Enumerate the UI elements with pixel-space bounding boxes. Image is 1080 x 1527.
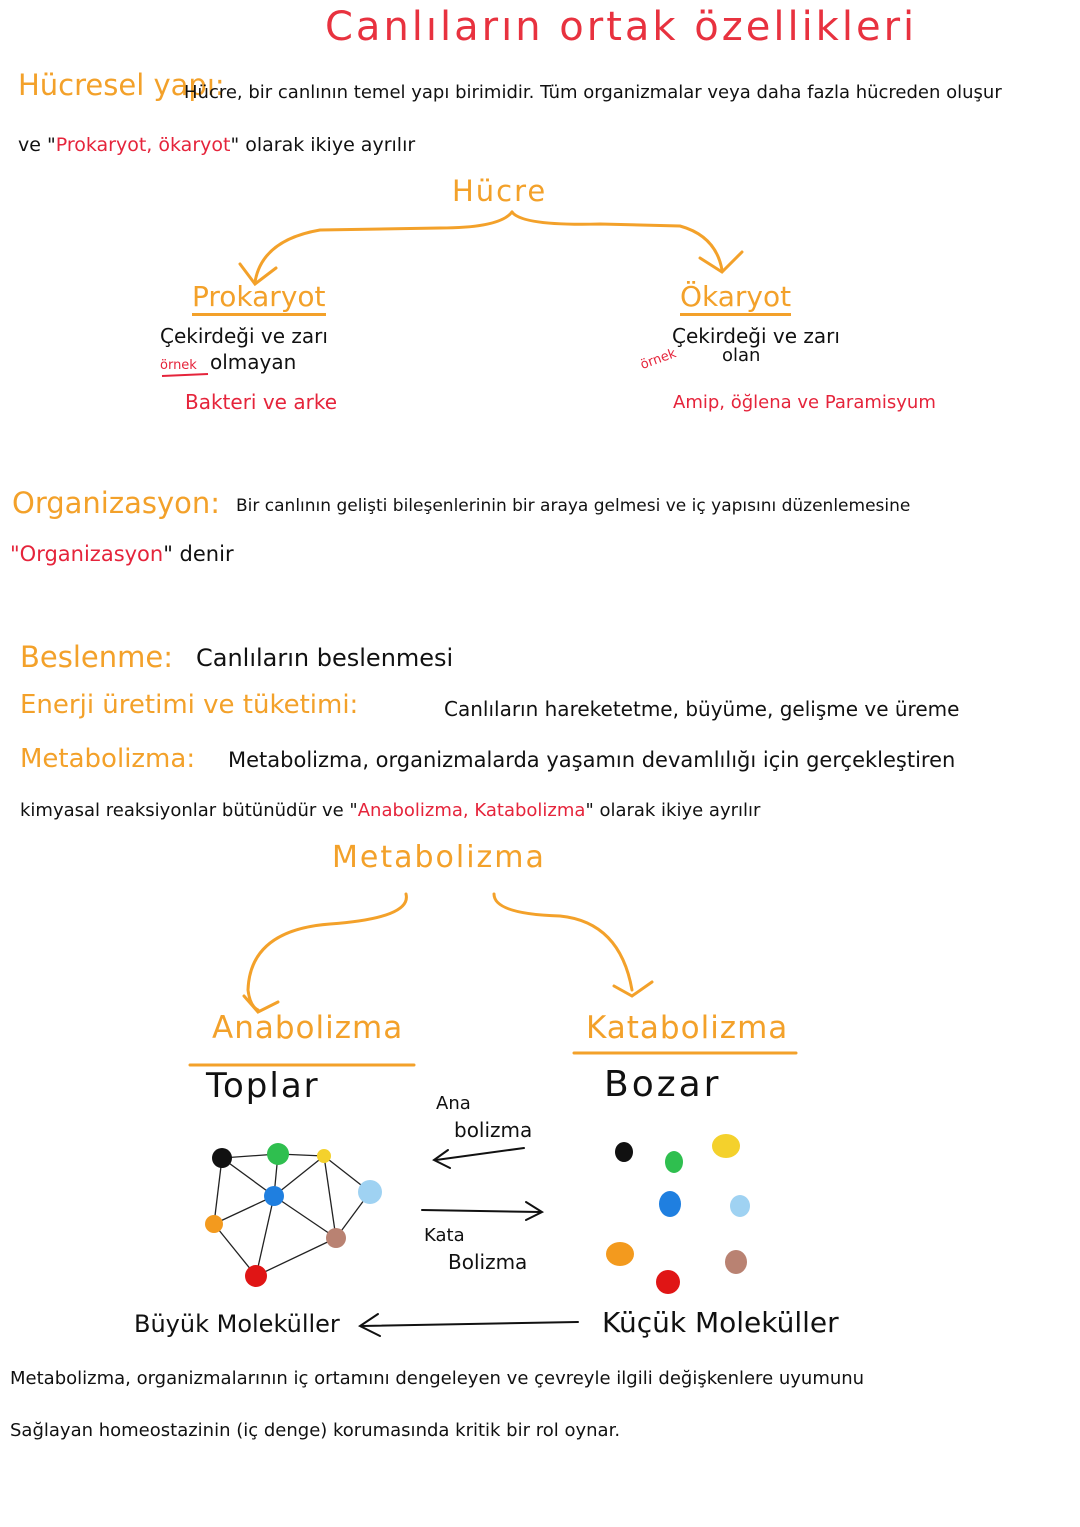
page-title: Canlıların ortak özellikleri (325, 4, 918, 50)
arrow-left-label-1: Ana (436, 1093, 471, 1114)
metabolism-root-label: Metabolizma (332, 840, 546, 875)
cell-line2-suffix: " olarak ikiye ayrılır (230, 134, 416, 156)
dot-yellow (712, 1134, 740, 1158)
katabolizma-label: Katabolizma (586, 1010, 789, 1046)
cell-tree-branches (238, 210, 744, 287)
arrow-head-anabolizma (242, 994, 280, 1014)
okaryot-example: Amip, öğlena ve Paramisyum (673, 392, 936, 413)
cell-line2-prefix: ve " (18, 134, 56, 156)
prokaryot-desc1: Çekirdeği ve zarı (160, 324, 328, 348)
organization-line2-suffix: " denir (163, 542, 234, 566)
organization-line2-highlight: "Organizasyon (10, 542, 164, 566)
bond (273, 1195, 337, 1239)
branch-to-okaryot (510, 210, 724, 272)
bond (323, 1155, 337, 1239)
atom-orange (205, 1215, 223, 1233)
organization-heading: Organizasyon: (12, 486, 221, 520)
branch-to-prokaryot (253, 210, 514, 284)
prokaryot-ornek-underline (161, 373, 209, 377)
bond (255, 1195, 275, 1277)
cell-text: Hücre, bir canlının temel yapı birimidir… (184, 82, 1002, 103)
prokaryot-desc2: olmayan (210, 350, 297, 374)
dot-brown (725, 1250, 747, 1274)
arrow-big-molecules-head (358, 1313, 381, 1337)
metabolism-tree-branches (188, 892, 798, 1067)
metabolism-heading: Metabolizma: (20, 744, 196, 774)
okaryot-desc1: Çekirdeği ve zarı (672, 324, 840, 348)
molecule-network-lines (213, 1153, 371, 1277)
nutrition-heading: Beslenme: (20, 640, 173, 674)
metabolism-line2-highlight: Anabolizma, Katabolizma (357, 800, 586, 821)
bond (213, 1157, 223, 1225)
arrow-left (435, 1147, 525, 1161)
atom-red (245, 1265, 267, 1287)
arrow-head-katabolizma (612, 980, 654, 998)
bond (221, 1157, 275, 1197)
prokaryot-example-tag: örnek (160, 358, 197, 373)
atom-blue (264, 1186, 284, 1206)
big-molecules-label: Büyük Moleküller (134, 1310, 340, 1338)
bond (213, 1223, 257, 1277)
atom-brown (326, 1228, 346, 1248)
organization-line2: "Organizasyon" denir (10, 542, 234, 566)
arrow-left-label-2: bolizma (454, 1118, 533, 1142)
atom-green (267, 1143, 289, 1165)
nutrition-text: Canlıların beslenmesi (196, 644, 454, 672)
arrow-right-head (525, 1201, 545, 1221)
dot-red (656, 1270, 680, 1294)
metabolism-summary-line2: Sağlayan homeostazinin (iç denge) koruma… (10, 1420, 621, 1441)
dot-green (665, 1151, 683, 1173)
arrow-big-molecules (361, 1321, 579, 1327)
branch-to-katabolizma (492, 892, 634, 992)
energy-text: Canlıların hareketetme, büyüme, gelişme … (444, 697, 960, 721)
arrow-right-label-2: Bolizma (448, 1250, 528, 1274)
atom-lightblue (358, 1180, 382, 1204)
conversion-arrows (358, 1147, 579, 1337)
metabolism-line2: kimyasal reaksiyonlar bütünüdür ve "Anab… (20, 800, 760, 821)
dot-blue (659, 1191, 681, 1217)
arrow-right (421, 1209, 541, 1213)
cell-heading: Hücresel yapı: (18, 68, 225, 102)
metabolism-summary-line1: Metabolizma, organizmalarının iç ortamın… (10, 1368, 865, 1389)
metabolism-text: Metabolizma, organizmalarda yaşamın deva… (228, 748, 956, 772)
energy-heading: Enerji üretimi ve tüketimi: (20, 690, 359, 720)
dot-lightblue (730, 1195, 750, 1217)
prokaryot-label: Prokaryot (192, 280, 326, 316)
dot-orange (606, 1242, 634, 1266)
arrow-right-label-1: Kata (424, 1225, 465, 1246)
katabolizma-sub: Bozar (604, 1064, 722, 1105)
cell-line2: ve "Prokaryot, ökaryot" olarak ikiye ayr… (18, 134, 415, 156)
anabolizma-label: Anabolizma (212, 1010, 404, 1046)
okaryot-desc2: olan (722, 345, 761, 366)
prokaryot-example: Bakteri ve arke (185, 390, 337, 414)
anabolizma-sub: Toplar (206, 1066, 320, 1106)
small-molecule-dots (606, 1134, 750, 1294)
metabolism-line2-suffix: " olarak ikiye ayrılır (585, 800, 761, 821)
atom-yellow (317, 1149, 331, 1163)
okaryot-label: Ökaryot (680, 280, 792, 316)
arrow-head-okaryot (698, 250, 744, 274)
arrow-left-head (432, 1149, 451, 1169)
bond (255, 1237, 337, 1277)
branch-to-anabolizma (246, 892, 408, 1012)
metabolism-line2-prefix: kimyasal reaksiyonlar bütünüdür ve " (20, 800, 358, 821)
bond (213, 1195, 275, 1225)
cell-root-label: Hücre (452, 174, 548, 208)
organization-text: Bir canlının gelişti bileşenlerinin bir … (236, 496, 911, 516)
dot-black (615, 1142, 633, 1162)
small-molecules-label: Küçük Moleküller (602, 1306, 839, 1339)
ornek-underlines (161, 373, 209, 377)
cell-line2-highlight: Prokaryot, ökaryot (55, 134, 231, 156)
arrow-head-prokaryot (238, 262, 278, 287)
molecule-network-atoms (205, 1143, 382, 1287)
bond (273, 1155, 325, 1197)
atom-black (212, 1148, 232, 1168)
